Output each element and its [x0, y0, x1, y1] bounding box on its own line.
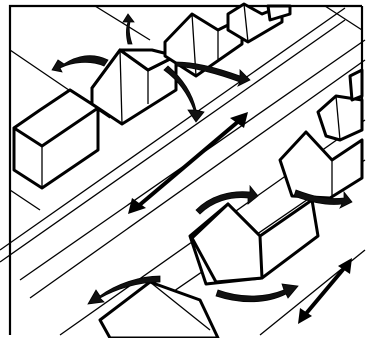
flow-arrow-bottom-right — [216, 284, 298, 302]
house — [280, 132, 362, 198]
upper-row-houses — [14, 4, 290, 188]
height-arrow — [304, 266, 346, 316]
house — [350, 70, 362, 100]
house — [318, 96, 362, 140]
flow-arrow-left-top — [52, 56, 108, 72]
house — [190, 200, 318, 284]
house — [268, 6, 290, 20]
house — [100, 282, 218, 338]
house — [14, 90, 98, 188]
